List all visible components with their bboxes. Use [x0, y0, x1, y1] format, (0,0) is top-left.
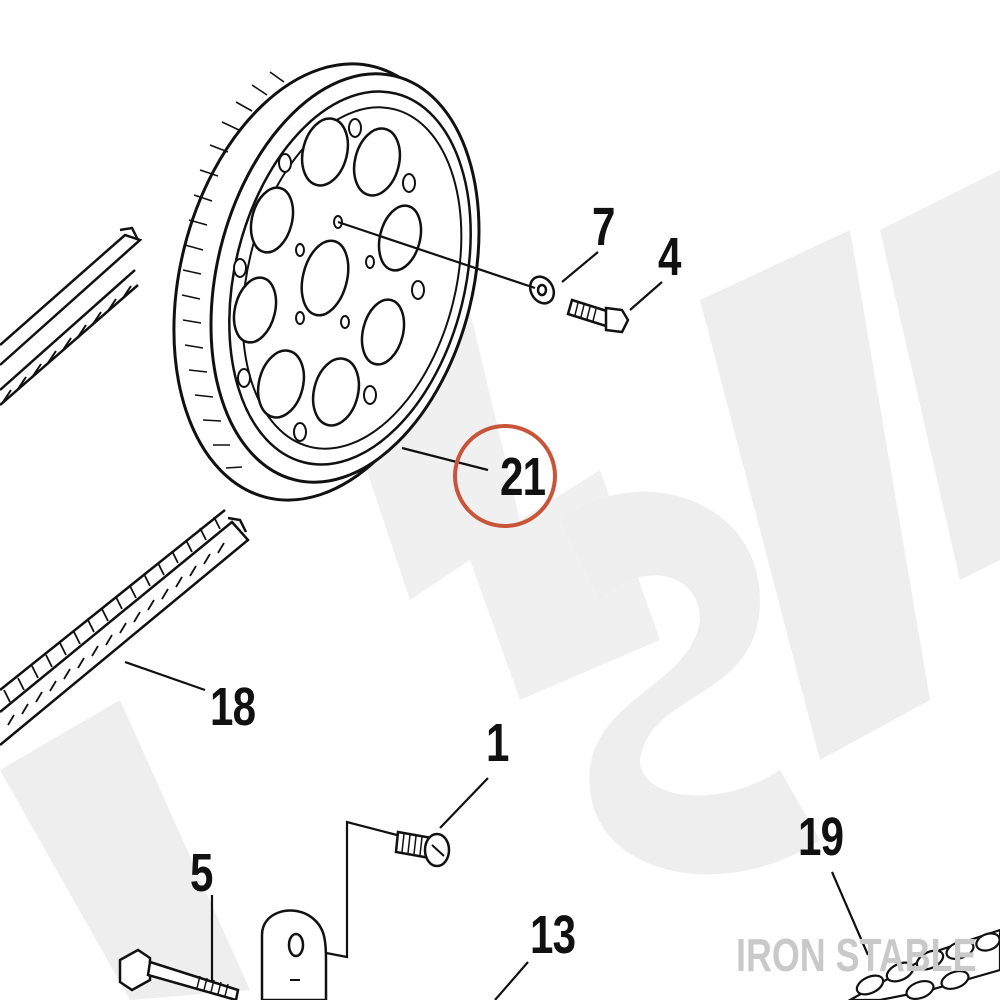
bracket-13	[260, 909, 328, 1002]
background-watermark-letters	[0, 170, 1000, 1000]
screw-1	[394, 830, 451, 868]
belt-upper	[0, 226, 143, 406]
callout-1: 1	[486, 713, 509, 773]
bolt-4	[566, 298, 630, 334]
highlight-circle	[453, 424, 557, 528]
callout-5: 5	[190, 843, 213, 903]
callout-19: 19	[798, 807, 844, 867]
pulley-sprocket	[172, 62, 481, 502]
callout-13: 13	[530, 905, 576, 965]
pulley-holes	[232, 117, 423, 427]
callout-7: 7	[592, 197, 615, 257]
pulley-teeth	[181, 71, 285, 469]
callout-18: 18	[210, 677, 256, 737]
leader-lines	[124, 220, 870, 1001]
pulley-bolt-holes	[233, 118, 425, 442]
washer-7	[528, 275, 556, 305]
watermark-logo-text: IRON STABLE	[736, 929, 977, 981]
belt-lower	[0, 509, 250, 746]
callout-21: 21	[500, 447, 546, 507]
callout-4: 4	[658, 227, 681, 287]
